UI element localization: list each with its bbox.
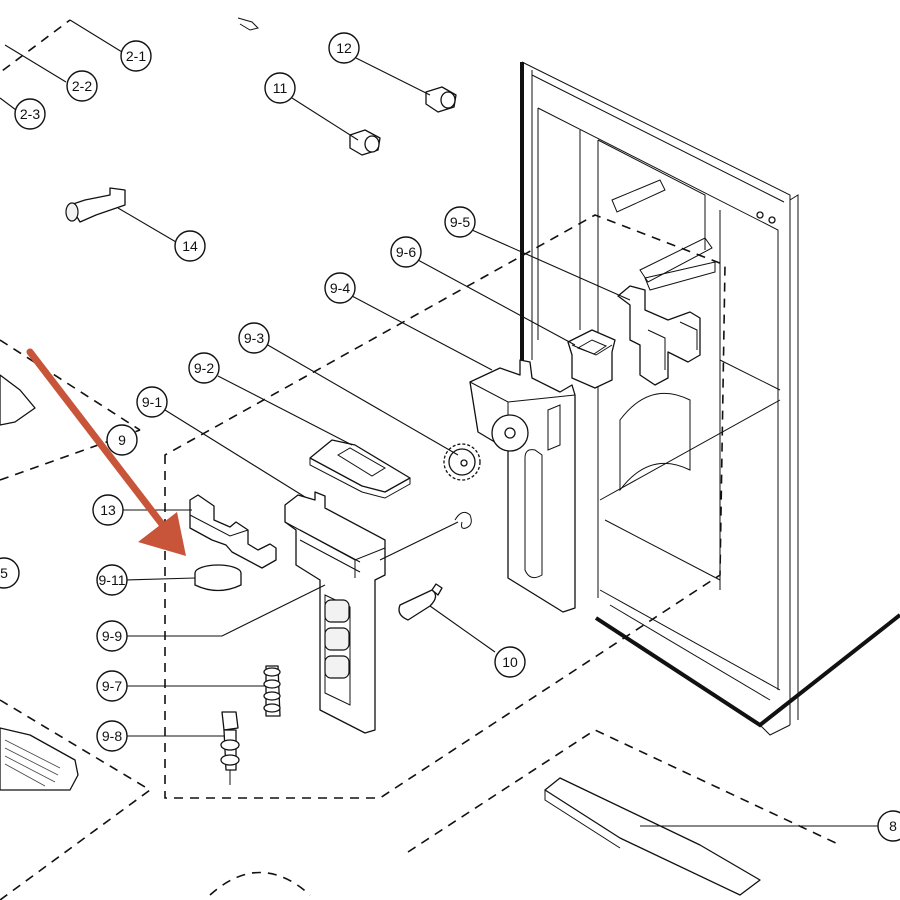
highlight-arrow — [26, 348, 186, 556]
part-fragment-top — [237, 17, 259, 31]
part-9-3-gear — [443, 443, 481, 481]
callout-label: 9-7 — [102, 678, 122, 694]
callout-9-7: 9-7 — [96, 670, 128, 702]
callout-label: 2-1 — [126, 48, 146, 64]
callout-label: 9-3 — [244, 330, 264, 346]
part-9-7-screw — [263, 665, 281, 717]
part-9-6-box — [567, 329, 616, 389]
callout-label: 14 — [182, 238, 198, 254]
callout-9-4: 9-4 — [324, 272, 356, 304]
callout-label: 8 — [889, 818, 897, 834]
callout-label: 11 — [273, 80, 288, 96]
dashed-outlines — [0, 19, 841, 900]
part-9-1-filter-housing — [284, 491, 386, 734]
callout-9: 9 — [106, 424, 138, 456]
callout-label: 9-6 — [396, 244, 416, 260]
callout-9-3: 9-3 — [238, 322, 270, 354]
callout-14: 14 — [174, 230, 206, 262]
part-10-bulb — [398, 583, 443, 621]
callout-2-2: 2-2 — [66, 70, 98, 102]
callouts: 2-1 2-2 2-3 12 11 14 9-5 9-6 — [0, 32, 900, 842]
callout-12: 12 — [328, 32, 360, 64]
refrigerator-cabinet — [520, 61, 900, 736]
part-13-clip — [189, 494, 277, 569]
callout-label: 9 — [118, 432, 126, 448]
part-11-plug — [349, 129, 381, 156]
callout-9-11: 9-11 — [96, 564, 128, 596]
callout-label: 10 — [502, 654, 518, 670]
callout-2-3: 2-3 — [14, 98, 46, 130]
callout-9-5: 9-5 — [444, 206, 476, 238]
leader-lines — [0, 19, 878, 827]
callout-13: 13 — [92, 494, 124, 526]
callout-11: 11 — [264, 72, 296, 104]
callout-5: 5 — [0, 557, 20, 589]
callout-9-2: 9-2 — [188, 352, 220, 384]
callout-label: 9-4 — [330, 280, 350, 296]
callout-9-9: 9-9 — [96, 620, 128, 652]
callout-9-6: 9-6 — [390, 236, 422, 268]
part-12-plug — [425, 86, 457, 113]
callout-label: 5 — [0, 565, 8, 581]
callout-label: 9-5 — [450, 214, 470, 230]
callout-10: 10 — [494, 646, 526, 678]
callout-9-1: 9-1 — [136, 386, 168, 418]
callout-label: 9-2 — [194, 360, 214, 376]
callout-2-1: 2-1 — [120, 40, 152, 72]
part-9-11-cap — [194, 564, 242, 592]
part-9-5-bracket — [617, 285, 701, 386]
callout-label: 2-2 — [72, 78, 92, 94]
callout-label: 9-1 — [142, 394, 162, 410]
part-9-8-valve — [220, 711, 240, 785]
part-5-shelf — [0, 374, 79, 791]
callout-9-8: 9-8 — [96, 720, 128, 752]
callout-label: 9-9 — [102, 628, 122, 644]
part-8-rail — [544, 777, 761, 896]
callout-label: 13 — [100, 502, 116, 518]
callout-label: 9-11 — [99, 572, 126, 588]
part-9-4-housing — [469, 359, 576, 613]
part-14-elbow — [65, 187, 126, 223]
part-9-2-plate — [309, 439, 411, 499]
callout-label: 12 — [336, 40, 352, 56]
part-spring — [454, 511, 472, 529]
callout-label: 2-3 — [20, 106, 40, 122]
callout-label: 9-8 — [102, 728, 122, 744]
callout-8: 8 — [877, 810, 900, 842]
